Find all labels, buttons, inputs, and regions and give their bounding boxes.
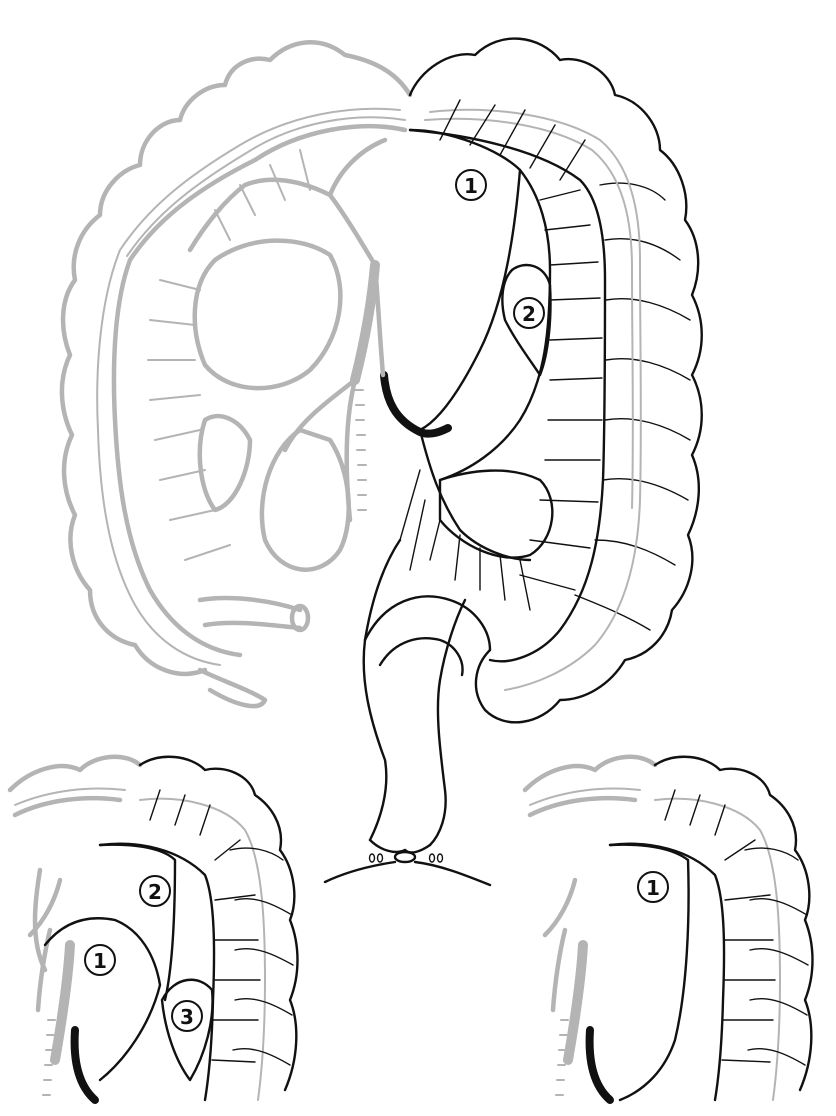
bl-label-1: 1 xyxy=(85,945,115,975)
br-faded-main-vessel xyxy=(568,945,583,1060)
br-faded-vessel-tree xyxy=(545,880,575,1010)
bl-resection-2 xyxy=(100,845,175,1000)
main-label-1-text: 1 xyxy=(464,174,478,198)
br-haustra-creases xyxy=(745,848,808,1065)
bottom-right-panel: 1 xyxy=(525,757,813,1100)
bl-colon-outer xyxy=(140,757,298,1090)
br-label-1: 1 xyxy=(638,872,668,902)
br-faded-colon xyxy=(525,757,655,815)
anal-verge xyxy=(325,862,490,885)
faded-vessel-branches xyxy=(190,140,385,520)
sigmoid-lobe xyxy=(440,471,552,558)
rectum-left-wall xyxy=(364,540,400,840)
faded-appendix xyxy=(200,670,265,706)
main-label-1: 1 xyxy=(456,170,486,200)
faded-taenia-2 xyxy=(127,117,405,256)
bl-label-3: 3 xyxy=(172,1001,202,1031)
bl-label-2: 2 xyxy=(140,876,170,906)
main-label-2-text: 2 xyxy=(522,302,536,326)
faded-mesentery-lobe-left xyxy=(200,416,250,510)
faded-mesentery-lobe-upper xyxy=(195,241,341,389)
faded-mesentery-lobe-lower xyxy=(262,430,349,570)
sigmoid-vessel xyxy=(420,430,530,560)
sigmoid-loop xyxy=(365,596,490,675)
descending-colon-inner xyxy=(410,130,605,661)
bl-label-3-text: 3 xyxy=(180,1005,194,1029)
anal-sphincter xyxy=(395,852,415,862)
sigmoid-arcades xyxy=(400,470,530,610)
anal-canal xyxy=(370,840,430,852)
bl-arcades xyxy=(150,790,260,1062)
ima-stump xyxy=(384,375,448,434)
faded-main-vessel xyxy=(355,265,375,380)
main-label-2: 2 xyxy=(514,298,544,328)
faded-stem-continuation xyxy=(375,265,383,375)
faded-vessel-ticks xyxy=(355,390,366,510)
bl-ima-stump xyxy=(75,1030,95,1100)
br-arcades xyxy=(665,790,775,1062)
br-colon-outer xyxy=(655,757,813,1090)
bl-faded-main-vessel xyxy=(55,945,70,1060)
bl-haustra-creases xyxy=(230,848,293,1065)
bottom-left-panel: 2 1 3 xyxy=(10,757,298,1100)
bl-label-2-text: 2 xyxy=(148,880,162,904)
br-ima-stump xyxy=(590,1030,610,1100)
bl-label-1-text: 1 xyxy=(93,949,107,973)
rectum-right-wall xyxy=(430,600,465,845)
br-label-1-text: 1 xyxy=(646,876,660,900)
faded-terminal-ileum xyxy=(200,598,300,628)
